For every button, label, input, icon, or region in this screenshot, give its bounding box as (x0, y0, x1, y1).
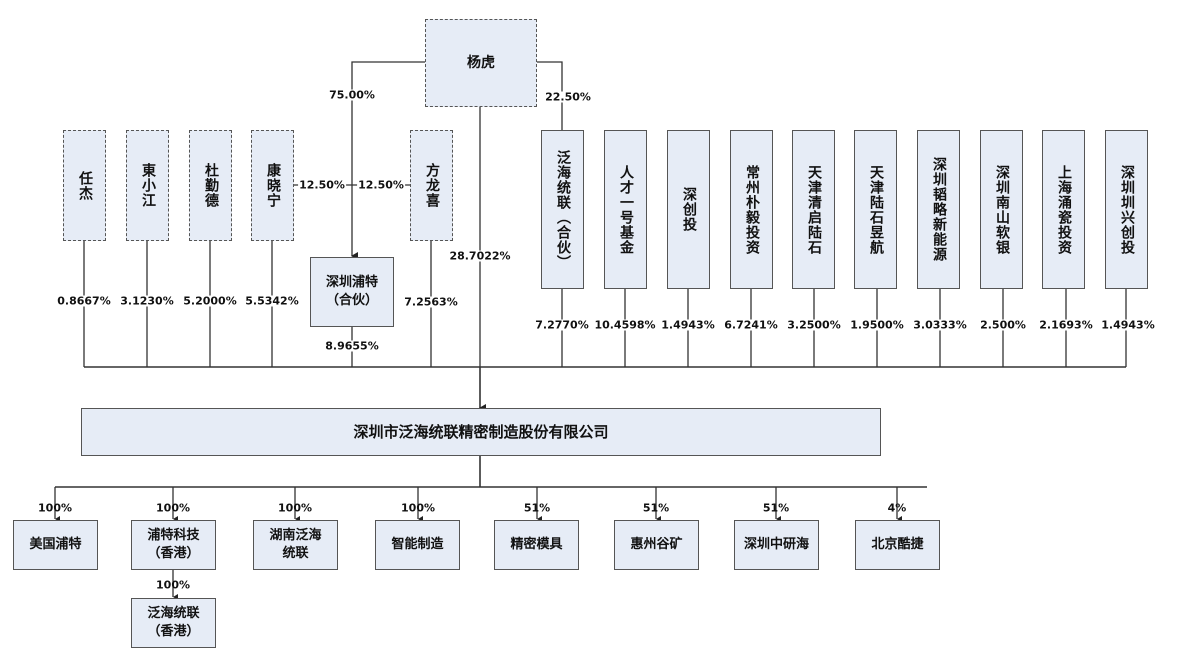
shareholder-name: 深创投 (680, 187, 697, 232)
pct-shareholder: 5.2000% (182, 294, 238, 308)
shareholder-name: 上海涌瓷投资 (1055, 164, 1072, 255)
pct-pute: 8.9655% (324, 339, 380, 353)
pute-partnership-box: 深圳浦特 （合伙） (310, 257, 394, 327)
pute-name-line1: 深圳浦特 (325, 275, 378, 291)
shareholder-box: 方龙喜 (410, 130, 453, 241)
shareholder-box: 深圳韬略新能源 (917, 130, 960, 289)
sub-subsidiary-name: 泛海统联 (147, 606, 200, 622)
company-name: 深圳市泛海统联精密制造股份有限公司 (353, 422, 609, 441)
pct-subsidiary: 100% (401, 501, 435, 515)
pute-name-line2: （合伙） (325, 293, 378, 308)
pct-subsidiary: 100% (278, 501, 312, 515)
pct-subsidiary: 51% (762, 501, 790, 515)
pct-subsidiary: 51% (642, 501, 670, 515)
controller-name: 杨虎 (467, 54, 495, 71)
subsidiary-box: 浦特科技 （香港） (131, 520, 216, 570)
subsidiary-name: 湖南泛海 (269, 528, 322, 544)
pct-shareholder: 5.5342% (244, 294, 300, 308)
subsidiary-name: 精密模具 (510, 537, 563, 553)
shareholder-box: 康晓宁 (251, 130, 294, 241)
shareholder-box: 泛海统联（合伙） (541, 130, 584, 289)
pct-kang-to-pute: 12.50% (298, 178, 346, 192)
pct-subsidiary: 100% (156, 501, 190, 515)
pct-shareholder: 7.2563% (403, 295, 459, 309)
shareholder-box: 天津清启陆石 (792, 130, 835, 289)
pct-sub-subsidiary: 100% (156, 578, 190, 592)
shareholder-name: 深圳圳兴创投 (1118, 164, 1135, 255)
pct-yanghu-to-fanhai: 22.50% (544, 90, 592, 104)
pct-shareholder: 2.1693% (1038, 318, 1094, 332)
subsidiary-name: 北京酷捷 (871, 537, 924, 553)
shareholder-name: 深圳韬略新能源 (930, 157, 947, 262)
shareholder-name: 泛海统联（合伙） (554, 149, 571, 270)
shareholder-name: 天津清启陆石 (805, 164, 822, 255)
subsidiary-box: 深圳中研海 (734, 520, 819, 570)
sub-subsidiary-box: 泛海统联 （香港） (131, 598, 216, 648)
subsidiary-name: 智能制造 (391, 537, 444, 553)
pct-yanghu-to-pute: 75.00% (328, 88, 376, 102)
shareholder-box: 常州朴毅投资 (730, 130, 773, 289)
pct-shareholder: 6.7241% (723, 318, 779, 332)
pct-subsidiary: 4% (887, 501, 907, 515)
subsidiary-box: 湖南泛海 统联 (253, 520, 338, 570)
subsidiary-box: 精密模具 (494, 520, 579, 570)
subsidiary-box: 美国浦特 (13, 520, 98, 570)
shareholder-box: 杜勤德 (189, 130, 232, 241)
shareholder-box: 人才一号基金 (604, 130, 647, 289)
pct-shareholder: 3.0333% (912, 318, 968, 332)
pct-shareholder: 1.9500% (849, 318, 905, 332)
shareholder-box: 上海涌瓷投资 (1042, 130, 1085, 289)
shareholder-name: 深圳南山软银 (993, 164, 1010, 255)
shareholder-name: 天津陆石昱航 (867, 164, 884, 255)
pct-subsidiary: 100% (38, 501, 72, 515)
shareholder-name: 常州朴毅投资 (743, 164, 760, 255)
subsidiary-name: 美国浦特 (29, 537, 82, 553)
subsidiary-name-line2: 统联 (282, 546, 309, 561)
pct-shareholder: 3.1230% (119, 294, 175, 308)
shareholder-name: 方龙喜 (423, 163, 440, 208)
shareholder-name: 杜勤德 (202, 163, 219, 208)
subsidiary-name: 惠州谷矿 (630, 537, 683, 553)
shareholder-name: 人才一号基金 (617, 164, 634, 255)
subsidiary-name: 浦特科技 (147, 528, 200, 544)
shareholder-box: 任杰 (63, 130, 106, 241)
subsidiary-name-line2: （香港） (147, 546, 200, 561)
shareholder-name: 康晓宁 (264, 163, 281, 208)
subsidiary-name: 深圳中研海 (743, 537, 809, 553)
shareholder-box: 深圳南山软银 (980, 130, 1023, 289)
company-box: 深圳市泛海统联精密制造股份有限公司 (81, 408, 881, 456)
sub-subsidiary-name-line2: （香港） (147, 624, 200, 639)
line-yanghu-to-pute (351, 61, 425, 260)
subsidiary-box: 北京酷捷 (855, 520, 940, 570)
pct-shareholder: 3.2500% (786, 318, 842, 332)
pct-fang-to-pute: 12.50% (357, 178, 405, 192)
shareholder-box: 東小江 (126, 130, 169, 241)
pct-shareholder: 2.500% (979, 318, 1027, 332)
pct-yanghu-to-company: 28.7022% (448, 249, 512, 263)
controller-box: 杨虎 (425, 19, 537, 107)
pct-shareholder: 1.4943% (660, 318, 716, 332)
shareholder-box: 天津陆石昱航 (854, 130, 897, 289)
subsidiary-box: 惠州谷矿 (614, 520, 699, 570)
subsidiary-box: 智能制造 (375, 520, 460, 570)
pct-shareholder: 7.2770% (534, 318, 590, 332)
shareholder-box: 深圳圳兴创投 (1105, 130, 1148, 289)
shareholder-name: 東小江 (139, 163, 156, 208)
shareholder-box: 深创投 (667, 130, 710, 289)
shareholder-name: 任杰 (76, 170, 93, 201)
pct-subsidiary: 51% (523, 501, 551, 515)
pct-shareholder: 1.4943% (1100, 318, 1156, 332)
pct-shareholder: 0.8667% (56, 294, 112, 308)
line-yanghu-to-fanhai (536, 61, 563, 130)
pct-shareholder: 10.4598% (593, 318, 657, 332)
